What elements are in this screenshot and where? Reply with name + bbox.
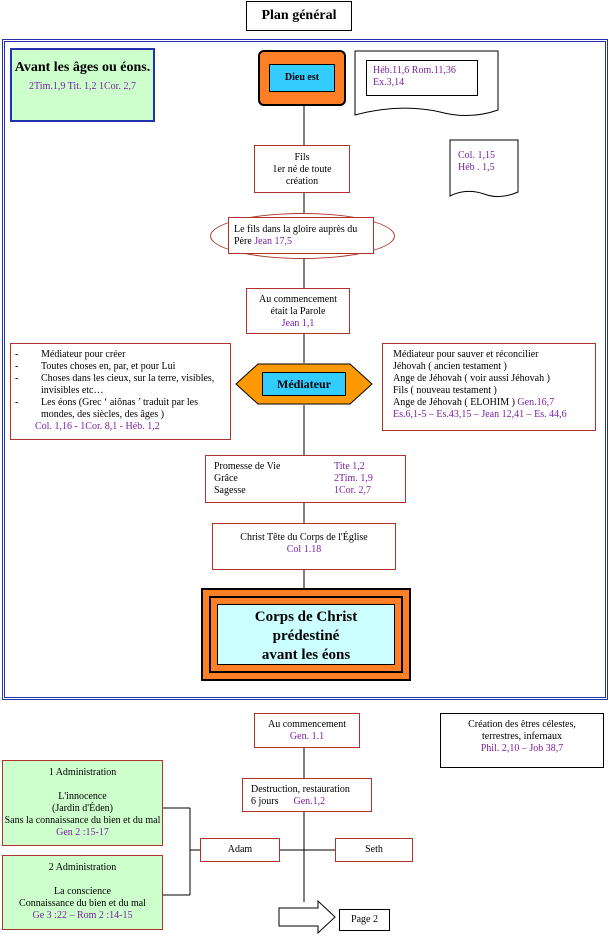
admin2-title: 2 Administration — [48, 862, 117, 873]
corps-line2: prédestiné — [272, 628, 340, 644]
gen-commencement-box: Au commencement Gen. 1.1 — [254, 713, 360, 748]
doc-shape-2 — [449, 139, 519, 198]
destruction-box: Destruction, restauration 6 jours Gen.1,… — [242, 778, 372, 812]
mediateur-sauver-box: Médiateur pour sauver et réconcilier Jéh… — [382, 343, 596, 431]
dieu-label: Dieu est — [269, 64, 335, 92]
left-item-4: Les éons (Grec ‘ aiônas ’ traduit par le… — [41, 397, 198, 420]
right-refs: Es.6,1-5 – Es.43,15 – Jean 12,41 – Es. 4… — [393, 409, 567, 420]
doc2-line1: Col. 1,15 — [458, 150, 495, 161]
admin1-box: 1 Administration L'innocence (Jardin d'É… — [2, 760, 163, 846]
commencement-ref: Jean 1,1 — [281, 318, 315, 329]
left-item-3: Choses dans les cieux, sur la terre, vis… — [41, 373, 215, 396]
promesse-label-1: Promesse de Vie — [214, 461, 281, 472]
promesse-ref-3: 1Cor. 2,7 — [334, 485, 371, 496]
gloire-ref: Jean 17,5 — [254, 236, 293, 247]
mediateur-creer-box: -Médiateur pour créer -Toutes choses en,… — [10, 343, 231, 440]
fils-line1: Fils — [294, 152, 310, 163]
gen-commencement-ref: Gen. 1.1 — [289, 731, 325, 742]
dieu-box: Dieu est — [258, 50, 346, 106]
doc1-line2: Ex.3,14 — [373, 77, 405, 88]
creation-text: Création des êtres célestes, terrestres,… — [468, 719, 576, 742]
gloire-box: Le fils dans la gloire auprès du Père Je… — [228, 217, 374, 254]
admin1-l1: L'innocence — [58, 791, 107, 802]
right-line-5: Ange de Jéhovah ( ELOHIM ) — [393, 397, 515, 408]
fils-line3: création — [285, 176, 319, 187]
corps-line3: avant les éons — [261, 647, 351, 663]
adam-box: Adam — [200, 838, 280, 862]
christ-tete-ref: Col 1.18 — [286, 544, 322, 555]
admin1-l3: Sans la connaissance du bien et du mal — [4, 815, 161, 826]
right-line-2: Jéhovah ( ancien testament ) — [393, 361, 507, 372]
mediateur-label: Médiateur — [262, 372, 346, 396]
doc-box-2: Col. 1,15 Héb . 1,5 — [458, 150, 514, 174]
right-line-5-ref: Gen.16,7 — [517, 397, 555, 408]
destruction-line1: Destruction, restauration — [251, 784, 350, 795]
promesse-label-2: Grâce — [214, 473, 238, 484]
promesse-label-3: Sagesse — [214, 485, 246, 496]
destruction-ref: Gen.1,2 — [293, 796, 326, 807]
page-title: Plan général — [246, 1, 352, 31]
doc-box-1: Héb.11,6 Rom.11,36 Ex.3,14 — [366, 60, 478, 96]
pre-ages-frame — [2, 39, 608, 700]
admin1-ref: Gen 2 :15-17 — [56, 827, 109, 838]
right-line-4: Fils ( nouveau testament ) — [393, 385, 497, 396]
corps-line1: Corps de Christ — [254, 609, 358, 625]
creation-ref: Phil. 2,10 – Job 38,7 — [480, 743, 564, 754]
fils-line2: 1er né de toute — [272, 164, 332, 175]
left-refs: Col. 1,16 - 1Cor. 8,1 - Héb. 1,2 — [35, 421, 160, 432]
admin1-l2: (Jardin d'Éden) — [52, 803, 113, 814]
corps-frame: Corps de Christ prédestiné avant les éon… — [201, 588, 411, 681]
christ-tete-box: Christ Tête du Corps de l'Église Col 1.1… — [212, 523, 396, 570]
fils-box: Fils 1er né de toute création — [254, 145, 350, 193]
gloire-text: Le fils dans la gloire auprès du Père — [234, 224, 358, 247]
corps-box: Corps de Christ prédestiné avant les éon… — [217, 604, 395, 665]
before-ages-refs: 2Tim.1,9 Tit. 1,2 1Cor. 2,7 — [29, 81, 136, 92]
admin2-ref: Ge 3 :22 – Rom 2 :14-15 — [32, 910, 133, 921]
doc2-line2: Héb . 1,5 — [458, 162, 495, 173]
promesse-box: Promesse de Vie Tite 1,2 Grâce 2Tim. 1,9 S… — [205, 455, 406, 503]
promesse-ref-2: 2Tim. 1,9 — [334, 473, 373, 484]
page2-arrow — [278, 899, 336, 935]
doc1-line1: Héb.11,6 Rom.11,36 — [373, 65, 456, 76]
commencement-line1: Au commencement — [258, 294, 338, 305]
admin2-box: 2 Administration La conscience Connaissa… — [2, 855, 163, 930]
admin2-l1: La conscience — [54, 886, 111, 897]
gen-commencement-text: Au commencement — [267, 719, 347, 730]
before-ages-box: Avant les âges ou éons. 2Tim.1,9 Tit. 1,… — [10, 48, 155, 122]
commencement-line2: était la Parole — [270, 306, 326, 317]
before-ages-title: Avant les âges ou éons. — [14, 60, 151, 75]
right-line-3: Ange de Jéhovah ( voir aussi Jéhovah ) — [393, 373, 550, 384]
corps-inner-frame: Corps de Christ prédestiné avant les éon… — [209, 596, 403, 673]
promesse-ref-1: Tite 1,2 — [334, 461, 365, 472]
christ-tete-text: Christ Tête du Corps de l'Église — [240, 532, 368, 543]
right-line-1: Médiateur pour sauver et réconcilier — [393, 349, 539, 360]
left-item-1: Médiateur pour créer — [41, 349, 126, 360]
seth-box: Seth — [335, 838, 413, 862]
admin2-l2: Connaissance du bien et du mal — [19, 898, 146, 909]
destruction-days: 6 jours — [251, 796, 279, 807]
commencement-parole-box: Au commencement était la Parole Jean 1,1 — [246, 288, 350, 334]
page2-link[interactable]: Page 2 — [339, 909, 390, 931]
admin1-title: 1 Administration — [48, 767, 117, 778]
creation-box: Création des êtres célestes, terrestres,… — [440, 713, 604, 768]
left-item-2: Toutes choses en, par, et pour Lui — [41, 361, 176, 372]
